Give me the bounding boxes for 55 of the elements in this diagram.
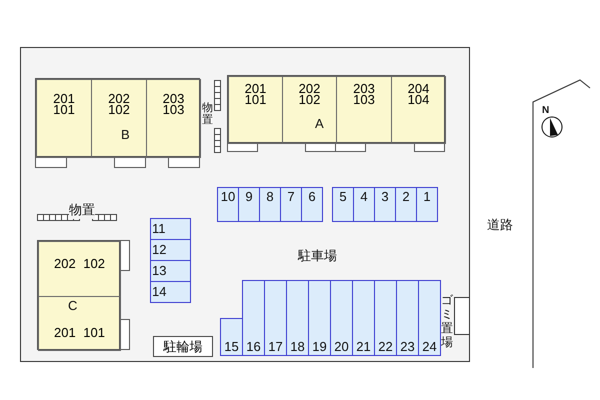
unit-number: 201 101 [244, 83, 266, 105]
parking-space: 5 [332, 187, 354, 222]
unit-number: 202 102 [298, 83, 320, 105]
parking-space: 17 [264, 280, 287, 356]
unit-number: 204 104 [408, 83, 430, 105]
area-label: 物置 [69, 201, 95, 219]
parking-space: 4 [353, 187, 375, 222]
building-letter: C [68, 299, 78, 312]
area-label: 物置 [202, 102, 213, 126]
apartment-unit [391, 76, 446, 144]
parking-space: 22 [374, 280, 397, 356]
building-letter: B [121, 128, 130, 141]
parking-space: 24 [418, 280, 441, 356]
parking-space: 23 [396, 280, 419, 356]
unit-number: 203 103 [353, 83, 375, 105]
parking-space: 14 [150, 281, 191, 303]
apartment-unit [146, 79, 201, 158]
parking-space: 12 [150, 239, 191, 261]
unit-number: 202 102 [108, 93, 130, 115]
parking-space: 2 [395, 187, 417, 222]
apartment-building [227, 75, 445, 143]
unit-number: 202 102 [54, 256, 105, 271]
parking-space: 8 [259, 187, 281, 222]
apartment-unit [228, 76, 283, 144]
parking-space: 13 [150, 260, 191, 282]
parking-space: 18 [286, 280, 309, 356]
parking-space: 7 [280, 187, 302, 222]
unit-number: 201 101 [54, 325, 105, 340]
area-label: 駐車場 [298, 247, 337, 265]
area-label: 道路 [487, 216, 513, 234]
building-letter: A [315, 117, 324, 130]
parking-space: 11 [150, 218, 191, 240]
area-label: ゴミ置場 [441, 293, 453, 349]
apartment-unit [38, 296, 121, 351]
apartment-unit [38, 241, 121, 297]
parking-space: 1 [416, 187, 438, 222]
parking-space: 9 [238, 187, 260, 222]
apartment-unit [91, 79, 147, 158]
parking-space: 20 [330, 280, 353, 356]
apartment-unit [336, 76, 392, 144]
apartment-building [35, 78, 200, 157]
parking-space: 16 [242, 280, 265, 356]
unit-number: 203 103 [162, 93, 184, 115]
parking-space: 15 [220, 318, 243, 356]
parking-space: 3 [374, 187, 396, 222]
apartment-building [37, 240, 120, 350]
parking-space: 19 [308, 280, 331, 356]
unit-number: 201 101 [53, 93, 75, 115]
apartment-unit [36, 79, 92, 158]
bicycle-parking-box: 駐輪場 [153, 336, 213, 357]
parking-space: 10 [217, 187, 239, 222]
apartment-unit [282, 76, 337, 144]
parking-space: 6 [301, 187, 323, 222]
parking-space: 21 [352, 280, 375, 356]
compass-letter: N [542, 105, 550, 116]
